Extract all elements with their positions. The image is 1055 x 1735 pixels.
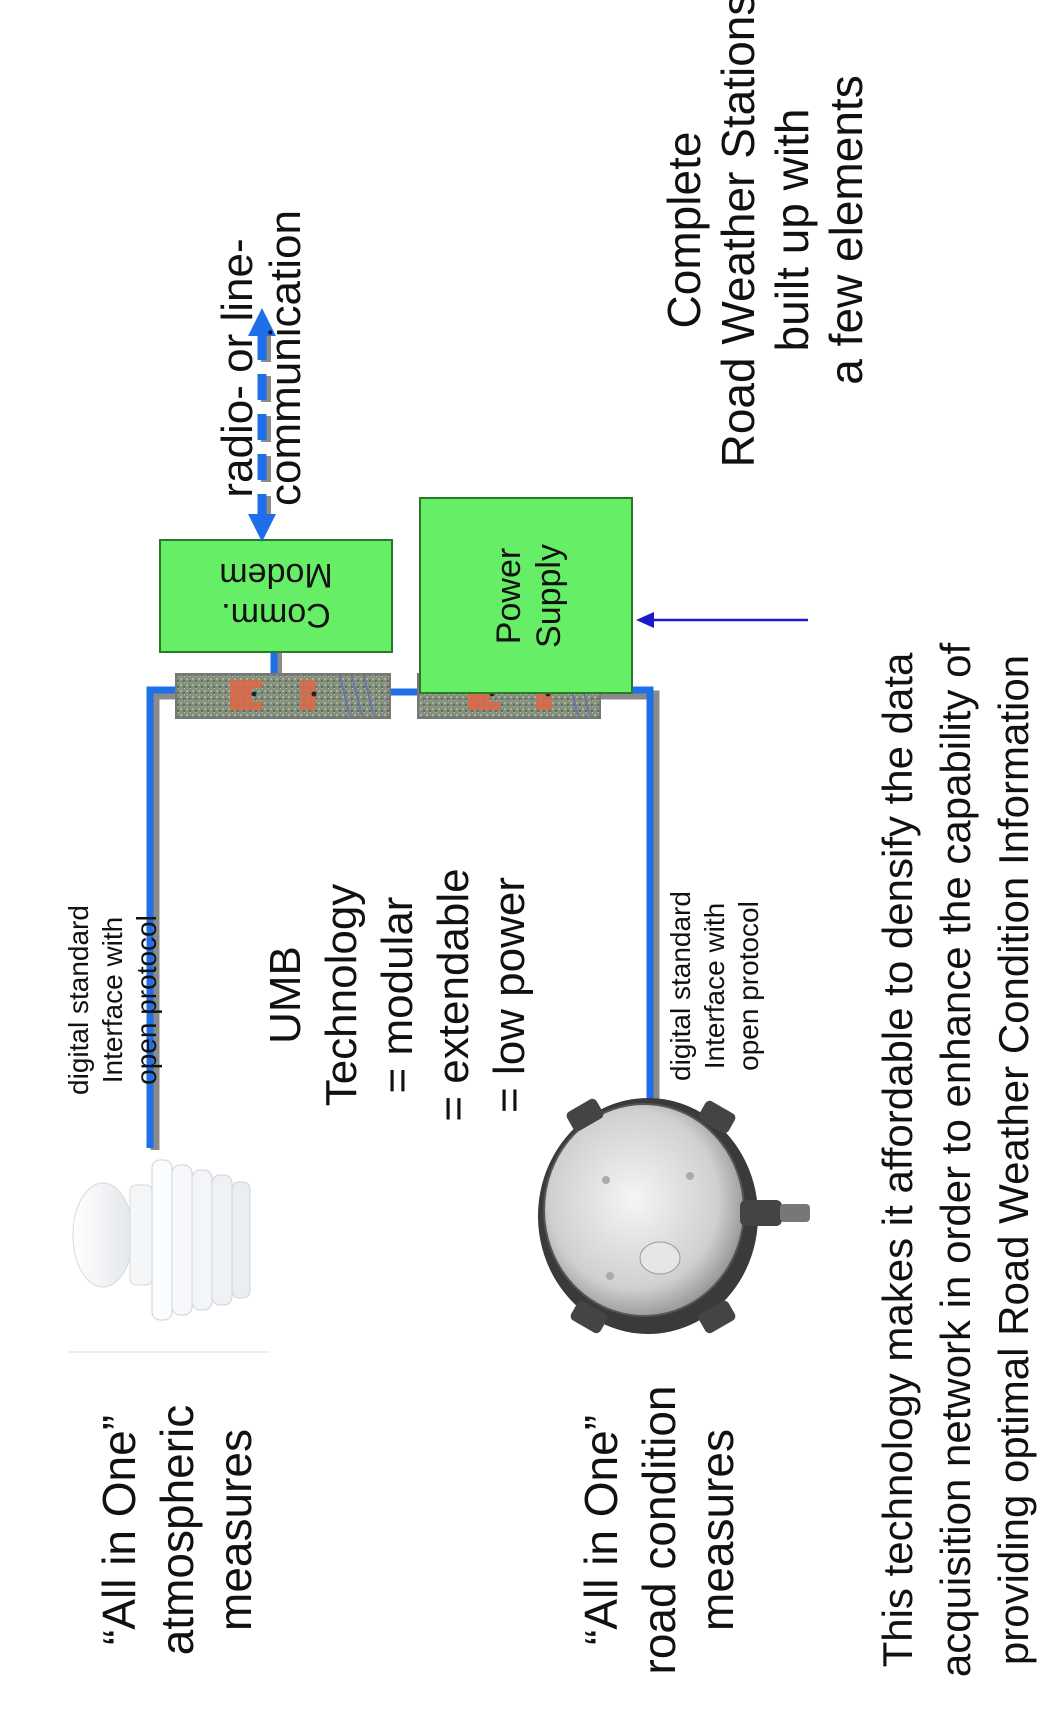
road-condition-measures-label: “All in One” road condition measures <box>575 1386 743 1675</box>
svg-text:open protocol: open protocol <box>131 915 162 1085</box>
svg-text:“All in One”: “All in One” <box>575 1415 627 1645</box>
svg-text:Technology: Technology <box>317 884 366 1107</box>
radio-communication-label: radio- or line- communication <box>213 210 310 506</box>
comm-modem-label-line1: Comm. <box>221 596 331 634</box>
power-input-arrow <box>636 612 808 628</box>
umb-converter-top <box>175 673 391 719</box>
communication-arrow <box>248 308 276 542</box>
svg-text:providing optimal Road Weather: providing optimal Road Weather Condition… <box>990 655 1037 1665</box>
complete-stations-label: Complete Road Weather Stations built up … <box>658 0 872 467</box>
power-supply-label-line2: Supply <box>530 544 568 648</box>
comm-modem-box: Comm. Modem <box>159 539 393 653</box>
svg-text:road condition: road condition <box>633 1386 685 1675</box>
power-supply-label-line1: Power <box>490 548 528 644</box>
svg-text:“All in One”: “All in One” <box>93 1415 145 1645</box>
svg-text:a few elements: a few elements <box>820 75 872 384</box>
svg-text:UMB: UMB <box>261 946 310 1044</box>
svg-text:Road Weather Stations: Road Weather Stations <box>712 0 764 467</box>
road-condition-sensor-image <box>538 1098 810 1334</box>
power-supply-box: Power Supply <box>419 497 633 694</box>
comm-modem-label-line2: Modem <box>219 556 332 594</box>
umb-technology-label: UMB Technology = modular = extendable = … <box>261 868 534 1121</box>
svg-text:Interface with: Interface with <box>699 903 730 1070</box>
svg-text:digital standard: digital standard <box>63 905 94 1095</box>
svg-text:Interface with: Interface with <box>97 917 128 1084</box>
atmospheric-sensor-image <box>68 1159 270 1353</box>
svg-text:= low power: = low power <box>485 877 534 1113</box>
svg-text:measures: measures <box>209 1429 261 1631</box>
svg-text:This technology makes it affor: This technology makes it affordable to d… <box>874 652 921 1667</box>
svg-text:radio- or line-: radio- or line- <box>213 238 262 497</box>
interface-label-bottom: digital standard Interface with open pro… <box>665 891 764 1081</box>
svg-text:= modular: = modular <box>373 897 422 1094</box>
svg-text:atmospheric: atmospheric <box>151 1405 203 1656</box>
summary-text: This technology makes it affordable to d… <box>874 643 1037 1678</box>
svg-text:measures: measures <box>691 1429 743 1631</box>
svg-text:communication: communication <box>261 210 310 506</box>
svg-text:open protocol: open protocol <box>733 901 764 1071</box>
svg-text:= extendable: = extendable <box>429 868 478 1121</box>
svg-text:digital standard: digital standard <box>665 891 696 1081</box>
svg-text:acquisition network in order t: acquisition network in order to enhance … <box>932 643 979 1678</box>
svg-text:Complete: Complete <box>658 132 710 329</box>
interface-label-top: digital standard Interface with open pro… <box>63 905 162 1095</box>
svg-text:built up with: built up with <box>766 109 818 352</box>
atmospheric-measures-label: “All in One” atmospheric measures <box>93 1405 261 1656</box>
